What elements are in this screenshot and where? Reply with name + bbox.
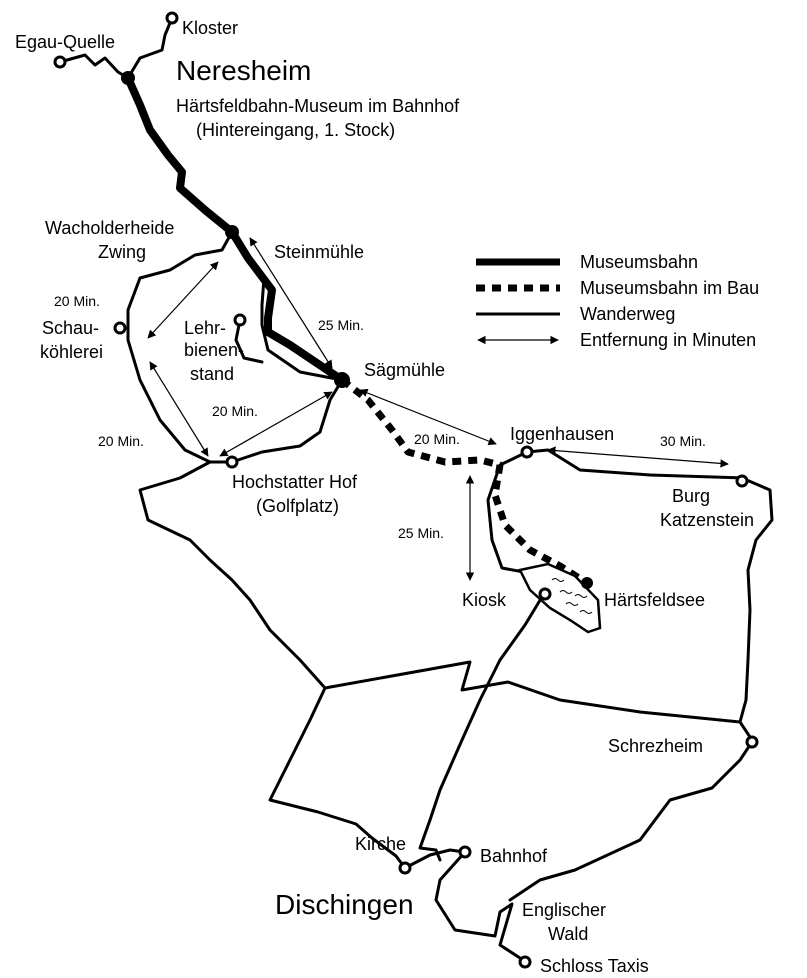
label-hochstatter-line2: (Golfplatz) xyxy=(256,496,339,516)
trail-schrezheim-englischer xyxy=(508,740,754,902)
arrow-steinmuehle-saeg xyxy=(249,237,333,369)
arrow-wacholder-schau xyxy=(147,261,219,339)
legend-museumsbahn: Museumsbahn xyxy=(580,252,698,272)
stop-iggenhausen xyxy=(520,445,534,459)
label-iggenhausen: Iggenhausen xyxy=(510,424,614,444)
label-wacholderheide-line1: Wacholderheide xyxy=(45,218,174,238)
legend-entfernung: Entfernung in Minuten xyxy=(580,330,756,350)
legend-wanderweg: Wanderweg xyxy=(580,304,675,324)
stop-egau-quelle xyxy=(53,55,67,69)
legend-museumsbahn-bau: Museumsbahn im Bau xyxy=(580,278,759,298)
stop-lehrbienenstand xyxy=(233,313,247,327)
stop-kiosk xyxy=(538,587,552,601)
dist-label-hochstatter-saeg: 20 Min. xyxy=(212,403,258,419)
stop-schloss-taxis xyxy=(518,955,532,969)
label-saegmuehle: Sägmühle xyxy=(364,360,445,380)
station-wacholderheide xyxy=(225,225,239,239)
label-englischer-line1: Englischer xyxy=(522,900,606,920)
trail-schrezheim-burg xyxy=(738,476,774,724)
museumsbahn-bau-line xyxy=(339,377,589,586)
label-museum-line1: Härtsfeldbahn-Museum im Bahnhof xyxy=(176,96,460,116)
arrow-iggen-burg xyxy=(547,446,729,468)
distance-arrows xyxy=(147,237,729,581)
place-labels: Egau-Quelle Kloster Neresheim Härtsfeldb… xyxy=(15,18,754,976)
trail-kiosk-dischingen xyxy=(418,590,547,862)
label-dischingen: Dischingen xyxy=(275,889,414,920)
dist-label-iggen-kiosk: 25 Min. xyxy=(398,525,444,541)
trail-west-kirche xyxy=(268,686,407,870)
station-haertsfeldsee xyxy=(581,577,593,589)
trail-kloster xyxy=(126,16,174,80)
lake-wave-marks xyxy=(551,578,593,614)
stop-burg xyxy=(735,474,749,488)
label-haertsfeldsee: Härtsfeldsee xyxy=(604,590,705,610)
label-schau-line1: Schau- xyxy=(42,318,99,338)
label-lehr-line2: bienen- xyxy=(184,340,244,360)
label-schloss-taxis: Schloss Taxis xyxy=(540,956,649,976)
dist-label-schau-hochstatter: 20 Min. xyxy=(98,433,144,449)
station-saegmuehle xyxy=(334,372,350,388)
arrow-saeg-iggenhausen xyxy=(359,388,497,446)
label-schau-line2: köhlerei xyxy=(40,342,103,362)
label-egau-quelle: Egau-Quelle xyxy=(15,32,115,52)
stop-schaukoehlerei xyxy=(113,321,127,335)
label-bahnhof: Bahnhof xyxy=(480,846,548,866)
label-kirche: Kirche xyxy=(355,834,406,854)
label-museum-line2: (Hintereingang, 1. Stock) xyxy=(196,120,395,140)
station-neresheim xyxy=(121,71,135,85)
stop-bahnhof xyxy=(458,845,472,859)
distance-labels: 20 Min. 25 Min. 20 Min. 20 Min. 20 Min. … xyxy=(54,293,706,541)
haertsfeldsee-lake xyxy=(518,562,602,634)
label-burg-line2: Katzenstein xyxy=(660,510,754,530)
label-lehr-line1: Lehr- xyxy=(184,318,226,338)
arrow-hochstatter-saeg xyxy=(219,391,333,457)
label-englischer-line2: Wald xyxy=(548,924,588,944)
dist-label-wacholder-schau: 20 Min. xyxy=(54,293,100,309)
stop-kirche xyxy=(398,861,412,875)
stop-schrezheim xyxy=(745,735,759,749)
trail-bahnhof-schloss xyxy=(434,850,522,960)
stop-hochstatter xyxy=(225,455,239,469)
trail-hochstatter-south xyxy=(138,460,754,742)
dist-label-steinmuehle-saeg: 25 Min. xyxy=(318,317,364,333)
label-lehr-line3: stand xyxy=(190,364,234,384)
trail-egau-quelle xyxy=(58,53,130,80)
label-neresheim: Neresheim xyxy=(176,55,311,86)
stops xyxy=(53,11,759,969)
legend: Museumsbahn Museumsbahn im Bau Wanderweg… xyxy=(476,252,759,350)
label-kloster: Kloster xyxy=(182,18,238,38)
label-steinmuehle: Steinmühle xyxy=(274,242,364,262)
label-burg-line1: Burg xyxy=(672,486,710,506)
label-wacholderheide-line2: Zwing xyxy=(98,242,146,262)
arrow-schau-hochstatter xyxy=(149,361,209,457)
label-schrezheim: Schrezheim xyxy=(608,736,703,756)
trail-iggenhausen-burg xyxy=(525,448,747,480)
trail-saegmuehle-hochstatter xyxy=(230,378,344,464)
label-hochstatter-line1: Hochstatter Hof xyxy=(232,472,358,492)
dist-label-iggen-burg: 30 Min. xyxy=(660,433,706,449)
trail-kirche-bahnhof xyxy=(403,848,467,870)
stop-kloster xyxy=(165,11,179,25)
dist-label-saeg-iggen: 20 Min. xyxy=(414,431,460,447)
label-kiosk: Kiosk xyxy=(462,590,507,610)
